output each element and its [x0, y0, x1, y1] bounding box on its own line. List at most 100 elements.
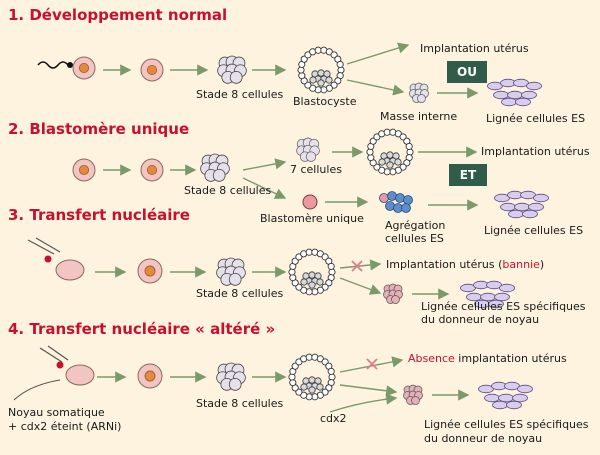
inner-mass-cell [394, 158, 402, 166]
aggregation-cell [403, 195, 413, 205]
inner-mass-cell [316, 278, 324, 286]
pipette [39, 347, 63, 363]
s4-noyau-label-2: + cdx2 éteint (ARNi) [8, 420, 122, 433]
inner-mass-cell [417, 94, 426, 103]
trophectoderm-cell [366, 148, 374, 156]
es-cell [521, 90, 537, 100]
es-cell [512, 393, 528, 403]
es-cell [528, 202, 544, 212]
inner-mass-cell [316, 383, 324, 391]
trophectoderm-cell [289, 274, 297, 282]
trophectoderm-cell [336, 60, 344, 68]
es-cell [494, 292, 510, 302]
aggregation-cell [401, 203, 411, 213]
donor-egg [55, 259, 85, 281]
s1-ou-box: OU [447, 61, 487, 83]
s4-noyau-label-1: Noyau somatique [8, 406, 105, 419]
es-cell [517, 384, 533, 394]
trophectoderm-cell [337, 66, 345, 74]
trophectoderm-cell [367, 154, 375, 162]
s2-agregation-label-2: cellules ES [385, 232, 444, 245]
trophectoderm-cell [288, 373, 296, 381]
seven-cells [305, 151, 317, 162]
blastomere-cell [228, 272, 242, 286]
es-cell [507, 90, 523, 100]
inner-mass-cell [317, 69, 325, 77]
inner-mass-cell [309, 76, 317, 84]
inner-mass-cell [411, 396, 420, 405]
cross-mark [351, 260, 363, 272]
s3-lignee-label-2: du donneur de noyau [421, 313, 540, 326]
s4-lignee-label-1: Lignée cellules ES spécifiques [424, 418, 589, 431]
s2-stage8-label: Stade 8 cellules [184, 184, 272, 197]
s4-implantation-label: Absence implantation utérus [408, 352, 567, 365]
inner-mass-cell [308, 376, 316, 384]
s2-et-box: ET [449, 164, 487, 186]
inner-mass-cell [391, 295, 400, 304]
s2-lignee-label: Lignée cellules ES [484, 224, 584, 237]
inner-mass-cell [386, 161, 394, 169]
trophectoderm-cell [288, 268, 296, 276]
es-cell [526, 81, 542, 91]
aggregation-cell [385, 201, 395, 211]
egg-nucleus [144, 265, 156, 277]
trophectoderm-cell [328, 373, 336, 381]
inner-mass-cell [308, 281, 316, 289]
arrow [242, 177, 287, 199]
s1-blastocyste-label: Blastocyste [293, 95, 357, 108]
s3-implantation-text: Implantation utérus [386, 258, 495, 271]
es-cell [501, 97, 517, 107]
trophectoderm-cell [327, 367, 335, 375]
aggregation-cell [379, 193, 389, 203]
trophectoderm-cell [405, 142, 413, 150]
trophectoderm-cell [297, 66, 305, 74]
cdx2-arrow [329, 393, 398, 413]
trophectoderm-cell [406, 148, 414, 156]
somatic-nucleus [56, 361, 64, 369]
single-blastomere [302, 194, 318, 210]
pipette [35, 237, 61, 253]
s1-masse-label: Masse interne [380, 110, 458, 123]
s3-lignee-label-1: Lignée cellules ES spécifiques [421, 300, 586, 313]
inner-mass-cell [378, 158, 386, 166]
inner-mass-cell [300, 383, 308, 391]
egg-nucleus [78, 164, 90, 176]
egg-nucleus [144, 370, 156, 382]
donor-egg [65, 364, 95, 386]
s1-lignee-label: Lignée cellules ES [486, 112, 586, 125]
s2-implantation-label: Implantation utérus [481, 145, 590, 158]
cross-mark [366, 358, 378, 370]
s1-stage8-label: Stade 8 cellules [196, 88, 284, 101]
title-transfert-altere: 4. Transfert nucléaire « altéré » [8, 320, 276, 338]
inner-mass-cell [300, 278, 308, 286]
title-transfert-nucleaire: 3. Transfert nucléaire [8, 206, 190, 224]
trophectoderm-cell [298, 72, 306, 80]
nucleus-pointer-line [13, 379, 61, 401]
arrow [339, 277, 382, 295]
blastomere-cell [212, 169, 226, 182]
sperm-tail [37, 61, 69, 69]
s3-implantation-label: Implantation utérus (bannie) [386, 258, 545, 271]
inner-mass-cell [308, 386, 316, 394]
s3-bannie-text: bannie [502, 258, 540, 271]
es-cell [484, 393, 500, 403]
sperm-head [67, 62, 73, 68]
es-cell [488, 299, 504, 309]
es-cell [522, 209, 538, 219]
es-cell [533, 193, 549, 203]
aggregation-cell [395, 193, 405, 203]
inner-mass-cell [308, 271, 316, 279]
es-cell [514, 202, 530, 212]
es-cell [492, 400, 508, 410]
s1-implantation-label: Implantation utérus [420, 42, 529, 55]
arrow [346, 42, 410, 65]
s4-implantation-text: implantation utérus [458, 352, 567, 365]
title-developpement-normal: 1. Développement normal [8, 6, 228, 24]
inner-mass-cell [386, 151, 394, 159]
s4-lignee-label-2: du donneur de noyau [424, 432, 543, 445]
es-cell [498, 393, 514, 403]
arrow [339, 259, 382, 271]
s4-stage8-label: Stade 8 cellules [196, 397, 284, 410]
